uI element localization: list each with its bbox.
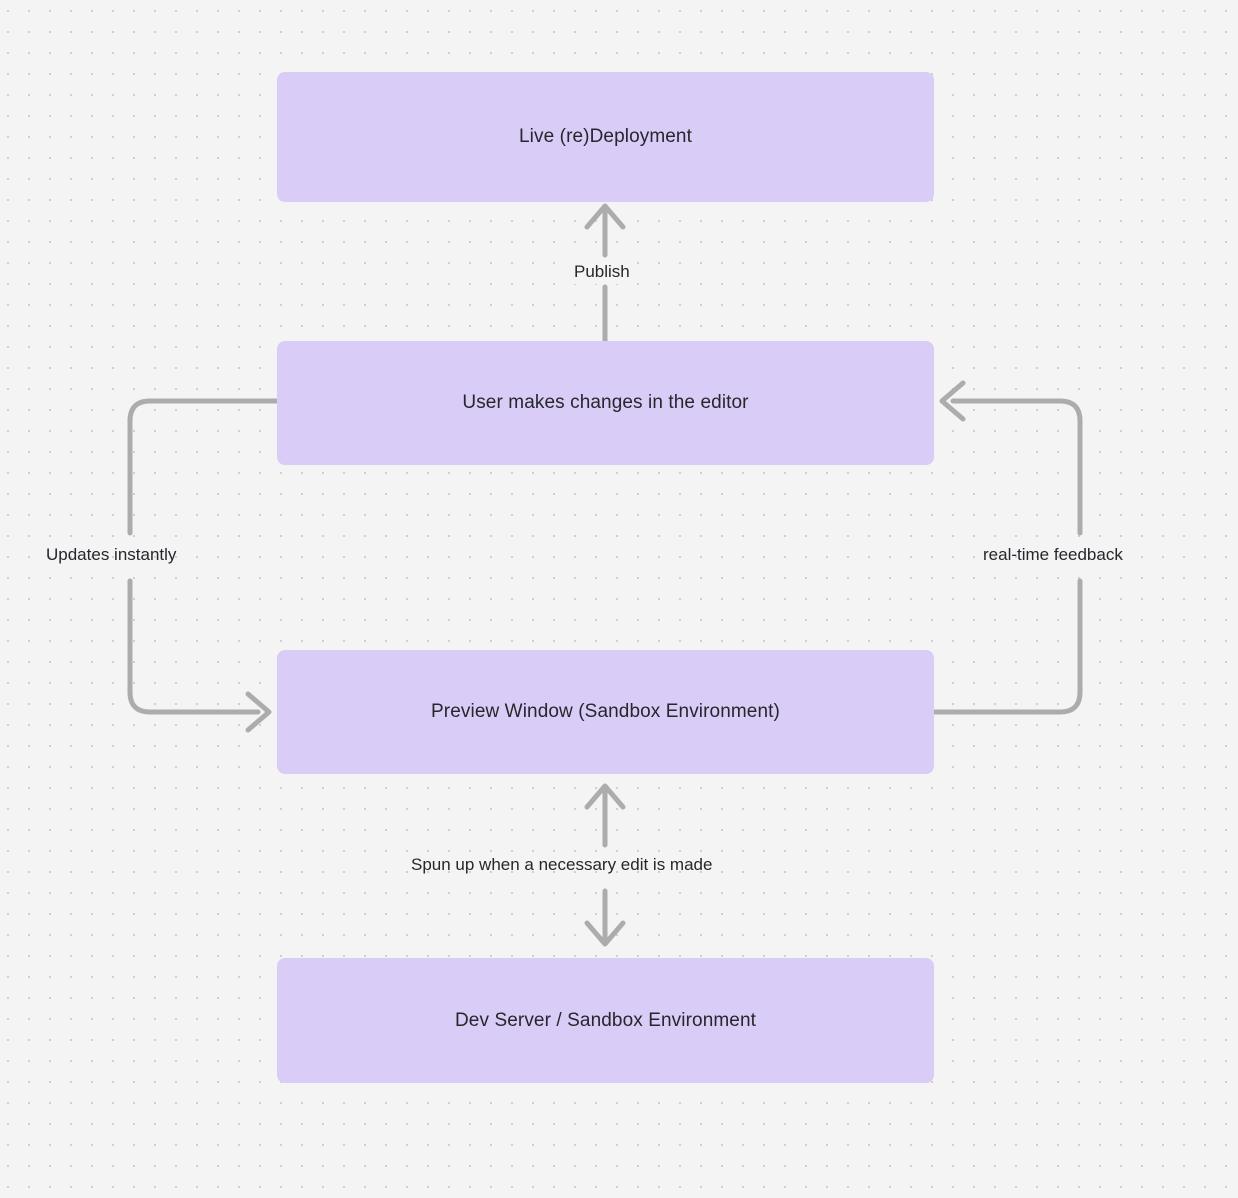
edge-spun-up-arrowhead-down-icon bbox=[584, 920, 626, 947]
node-user-edits[interactable]: User makes changes in the editor bbox=[277, 341, 934, 465]
edge-publish-arrowhead-icon bbox=[584, 203, 626, 230]
edge-updates-arrowhead-icon bbox=[245, 691, 272, 733]
node-dev-server-label: Dev Server / Sandbox Environment bbox=[454, 1009, 756, 1031]
edge-spun-up-arrowhead-up-icon bbox=[584, 783, 626, 810]
node-preview-window-label: Preview Window (Sandbox Environment) bbox=[431, 701, 780, 723]
edge-feedback-line-upper bbox=[950, 398, 1083, 536]
edge-updates-line-lower bbox=[127, 578, 261, 715]
edge-label-publish[interactable]: Publish bbox=[568, 259, 636, 284]
node-user-edits-label: User makes changes in the editor bbox=[462, 392, 749, 414]
edge-label-updates-instantly[interactable]: Updates instantly bbox=[46, 545, 177, 564]
edge-label-spun-up[interactable]: Spun up when a necessary edit is made bbox=[411, 855, 713, 874]
edge-updates-line-upper bbox=[127, 398, 280, 536]
edge-label-real-time-feedback[interactable]: real-time feedback bbox=[983, 545, 1123, 564]
edge-feedback-line-lower bbox=[931, 578, 1083, 715]
node-live-deployment-label: Live (re)Deployment bbox=[519, 126, 692, 148]
edge-updates-instantly bbox=[127, 398, 280, 733]
edge-feedback-arrowhead-icon bbox=[939, 380, 966, 422]
node-live-deployment[interactable]: Live (re)Deployment bbox=[277, 72, 934, 202]
node-preview-window[interactable]: Preview Window (Sandbox Environment) bbox=[277, 650, 934, 774]
node-dev-server[interactable]: Dev Server / Sandbox Environment bbox=[277, 958, 934, 1083]
